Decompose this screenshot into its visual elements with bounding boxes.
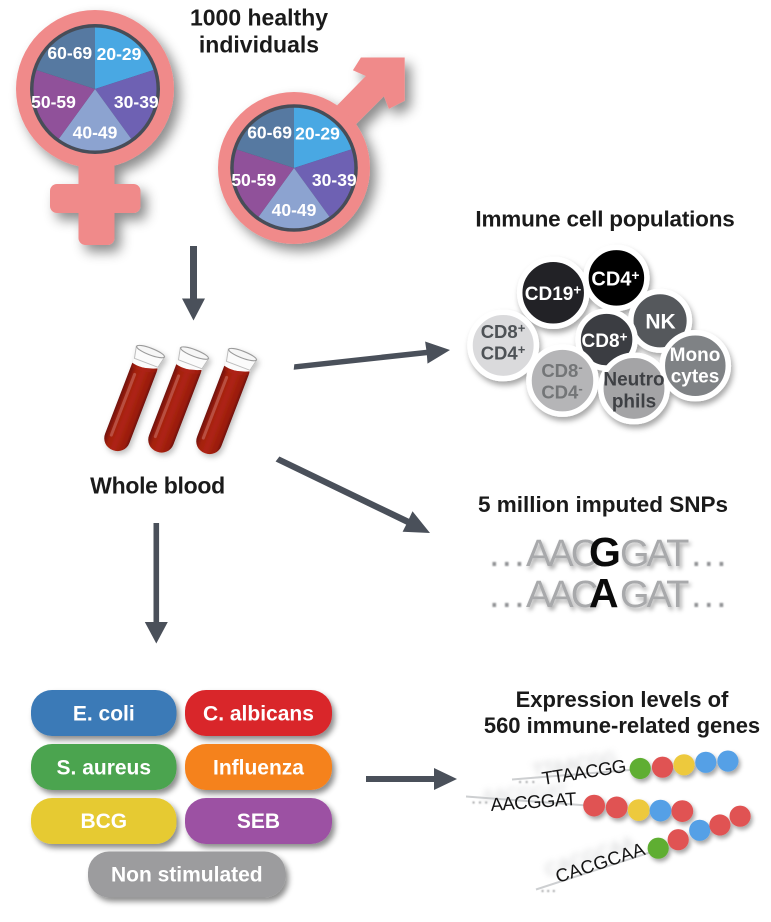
svg-text:560 immune-related genes: 560 immune-related genes <box>484 713 760 738</box>
svg-text:30-39: 30-39 <box>114 92 159 112</box>
svg-text:30-39: 30-39 <box>312 170 357 190</box>
svg-text:...: ... <box>471 787 490 808</box>
svg-text:BCG: BCG <box>80 810 127 833</box>
svg-text:20-29: 20-29 <box>97 44 142 64</box>
svg-text:Expression levels of: Expression levels of <box>516 687 729 712</box>
svg-text:1000 healthy: 1000 healthy <box>190 5 328 31</box>
svg-text:CD19+: CD19+ <box>525 283 582 306</box>
svg-text:...: ... <box>540 875 557 896</box>
svg-text:Mono: Mono <box>670 345 721 366</box>
svg-text:individuals: individuals <box>199 32 319 58</box>
svg-text:CD8+: CD8+ <box>582 330 628 353</box>
svg-text:40-49: 40-49 <box>73 123 118 143</box>
svg-text:CD4+: CD4+ <box>481 342 526 364</box>
svg-text:CD8-: CD8- <box>541 360 582 382</box>
svg-text:50-59: 50-59 <box>231 170 276 190</box>
svg-text:Influenza: Influenza <box>213 757 304 780</box>
svg-text:...: ... <box>489 574 527 616</box>
svg-text:...: ... <box>518 766 538 787</box>
svg-text:AAC: AAC <box>526 574 597 616</box>
svg-text:40-49: 40-49 <box>272 200 317 220</box>
svg-text:phils: phils <box>612 392 656 413</box>
svg-text:...: ... <box>489 533 527 575</box>
svg-text:Neutro: Neutro <box>603 370 664 391</box>
svg-text:S. aureus: S. aureus <box>57 757 152 780</box>
svg-text:Immune cell populations: Immune cell populations <box>475 207 734 232</box>
svg-text:CD4-: CD4- <box>541 381 582 403</box>
svg-text:GAT: GAT <box>620 533 689 575</box>
svg-text:CD8+: CD8+ <box>481 321 526 343</box>
svg-text:GAT: GAT <box>620 574 689 616</box>
svg-text:C. albicans: C. albicans <box>203 703 314 726</box>
svg-text:...: ... <box>691 533 729 575</box>
svg-text:60-69: 60-69 <box>247 122 292 142</box>
svg-text:Non stimulated: Non stimulated <box>111 864 263 887</box>
svg-text:CD4+: CD4+ <box>591 267 639 291</box>
svg-text:5 million imputed SNPs: 5 million imputed SNPs <box>478 492 728 517</box>
svg-text:AAC: AAC <box>526 533 597 575</box>
svg-text:SEB: SEB <box>237 810 280 833</box>
svg-text:NK: NK <box>645 311 675 334</box>
svg-text:E. coli: E. coli <box>73 703 135 726</box>
svg-text:A: A <box>589 570 618 616</box>
svg-text:G: G <box>589 529 619 575</box>
svg-text:Whole blood: Whole blood <box>90 473 225 499</box>
svg-text:cytes: cytes <box>671 367 720 388</box>
svg-text:...: ... <box>691 574 729 616</box>
svg-text:50-59: 50-59 <box>31 92 76 112</box>
svg-text:20-29: 20-29 <box>295 123 340 143</box>
svg-text:60-69: 60-69 <box>47 43 92 63</box>
